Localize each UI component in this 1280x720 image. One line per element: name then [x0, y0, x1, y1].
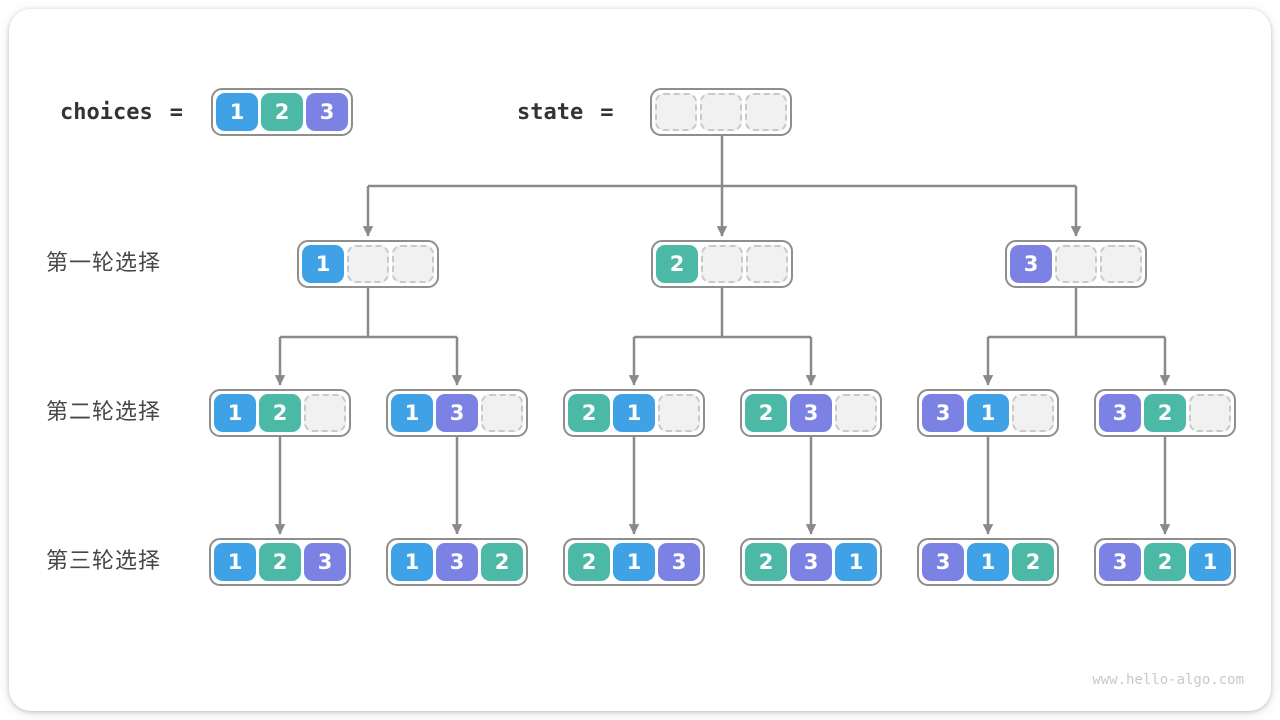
state-label: state =	[517, 88, 613, 136]
slot-value-2: 2	[259, 394, 301, 432]
slot-empty	[658, 394, 700, 432]
slot-value-1: 1	[967, 394, 1009, 432]
slot-value-3: 3	[436, 543, 478, 581]
slot-value-3: 3	[790, 394, 832, 432]
slot-value-1: 1	[391, 394, 433, 432]
state-node-r1-2: 2	[651, 240, 793, 288]
slot-value-1: 1	[302, 245, 344, 283]
slot-value-2: 2	[481, 543, 523, 581]
slot-value-2: 2	[1144, 543, 1186, 581]
round2-label: 第二轮选择	[46, 400, 162, 425]
slot-value-3: 3	[658, 543, 700, 581]
slot-value-1: 1	[391, 543, 433, 581]
slot-value-3: 3	[436, 394, 478, 432]
slot-value-2: 2	[1012, 543, 1054, 581]
round1-label: 第一轮选择	[46, 251, 162, 276]
state-label-text: state	[517, 99, 584, 125]
slot-value-2: 2	[745, 543, 787, 581]
round3-label: 第三轮选择	[46, 549, 162, 574]
slot-value-1: 1	[214, 543, 256, 581]
slot-value-2: 2	[656, 245, 698, 283]
slot-value-1: 1	[1189, 543, 1231, 581]
slot-value-1: 1	[967, 543, 1009, 581]
state-node-r1-1: 1	[297, 240, 439, 288]
slot-value-3: 3	[922, 394, 964, 432]
slot-value-3: 3	[922, 543, 964, 581]
slot-value-1: 1	[613, 543, 655, 581]
slot-value-2: 2	[1144, 394, 1186, 432]
slot-empty	[392, 245, 434, 283]
slot-value-3: 3	[306, 93, 348, 131]
slot-value-1: 1	[835, 543, 877, 581]
slot-value-1: 1	[613, 394, 655, 432]
slot-empty	[1055, 245, 1097, 283]
slot-empty	[1100, 245, 1142, 283]
figure-card	[9, 9, 1271, 711]
slot-empty	[746, 245, 788, 283]
slot-value-3: 3	[1099, 394, 1141, 432]
slot-value-2: 2	[261, 93, 303, 131]
slot-value-1: 1	[214, 394, 256, 432]
slot-value-2: 2	[568, 543, 610, 581]
slot-empty	[655, 93, 697, 131]
state-node-r1-3: 3	[1005, 240, 1147, 288]
slot-empty	[700, 93, 742, 131]
slot-value-3: 3	[790, 543, 832, 581]
slot-empty	[347, 245, 389, 283]
slot-value-3: 3	[1099, 543, 1141, 581]
slot-empty	[1012, 394, 1054, 432]
slot-value-2: 2	[568, 394, 610, 432]
state-equals-sign: =	[600, 99, 614, 125]
choices-equals-sign: =	[169, 99, 183, 125]
slot-value-3: 3	[1010, 245, 1052, 283]
slot-value-1: 1	[216, 93, 258, 131]
choices-label-text: choices	[60, 99, 153, 125]
slot-empty	[304, 394, 346, 432]
slot-empty	[481, 394, 523, 432]
state-container	[650, 88, 792, 136]
choices-label: choices =	[60, 88, 183, 136]
watermark: www.hello-algo.com	[1092, 672, 1244, 688]
slot-value-2: 2	[259, 543, 301, 581]
slot-empty	[745, 93, 787, 131]
slot-empty	[835, 394, 877, 432]
slot-value-2: 2	[745, 394, 787, 432]
slot-empty	[1189, 394, 1231, 432]
slot-value-3: 3	[304, 543, 346, 581]
slot-empty	[701, 245, 743, 283]
